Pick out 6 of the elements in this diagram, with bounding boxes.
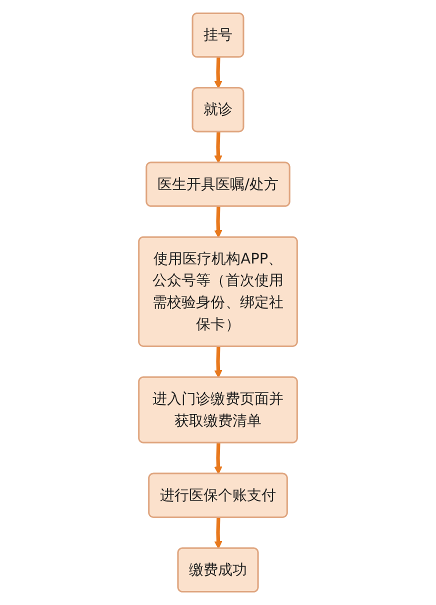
arrow — [214, 346, 222, 378]
arrow — [214, 442, 222, 474]
arrow — [214, 206, 222, 238]
arrow — [214, 518, 222, 549]
arrow — [214, 132, 222, 164]
arrow — [214, 57, 222, 89]
